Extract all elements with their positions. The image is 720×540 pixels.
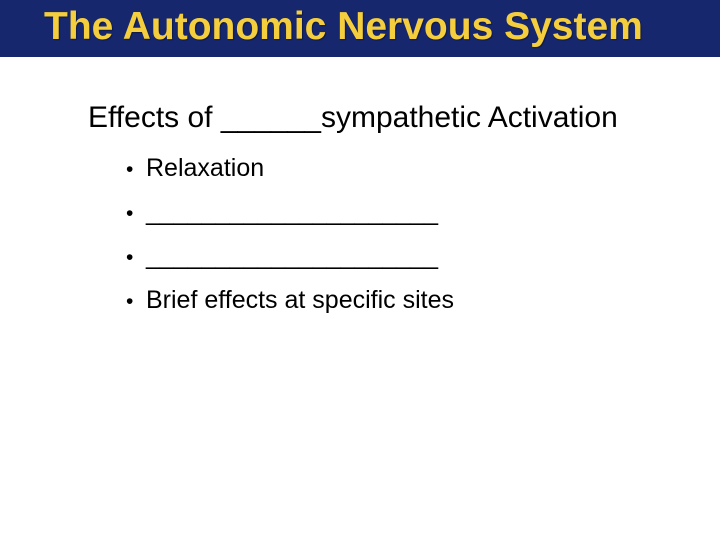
title-banner: The Autonomic Nervous System xyxy=(0,0,720,57)
bullet-icon: • xyxy=(126,290,134,313)
list-item: • _____________________ xyxy=(126,235,454,279)
slide-title: The Autonomic Nervous System xyxy=(44,5,643,48)
bullet-icon: • xyxy=(126,246,134,269)
bullet-blank-line: _____________________ xyxy=(146,242,438,270)
slide-heading: Effects of ______sympathetic Activation xyxy=(88,101,618,134)
bullet-text: Brief effects at specific sites xyxy=(146,286,454,314)
list-item: • _____________________ xyxy=(126,191,454,235)
bullet-text: Relaxation xyxy=(146,154,265,182)
bullet-icon: • xyxy=(126,158,134,181)
bullet-list: • Relaxation • _____________________ • ____… xyxy=(126,147,454,323)
list-item: • Brief effects at specific sites xyxy=(126,279,454,323)
list-item: • Relaxation xyxy=(126,147,454,191)
bullet-blank-line: _____________________ xyxy=(146,198,438,226)
bullet-icon: • xyxy=(126,202,134,225)
